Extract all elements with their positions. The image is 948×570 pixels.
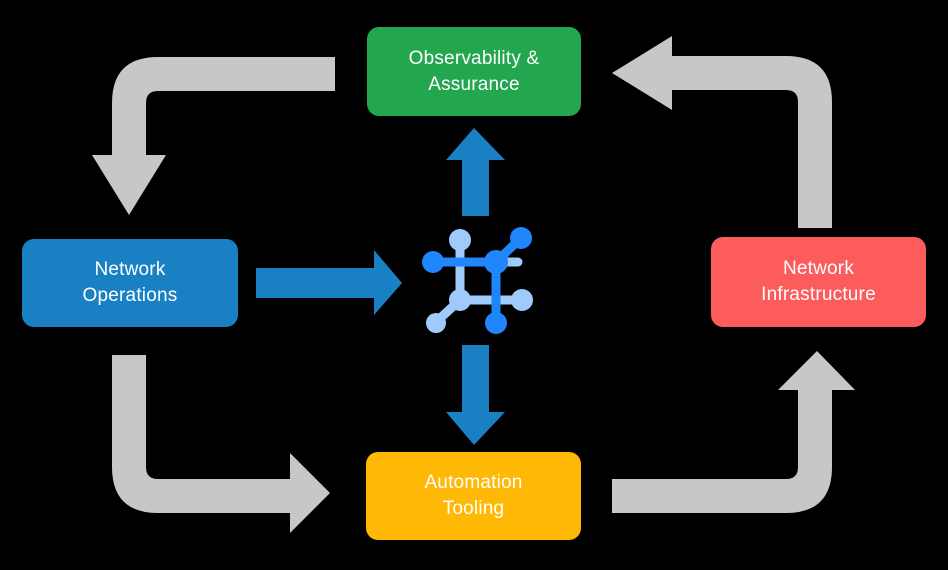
node-box-network-infrastructure[interactable]: Network Infrastructure [711,237,926,327]
node-box-network-operations[interactable]: Network Operations [22,239,238,327]
node-box-automation-tooling[interactable]: Automation Tooling [366,452,581,540]
node-label-observability: Observability & Assurance [409,46,540,97]
node-label-line1: Network [94,259,166,281]
arrow-automation-to-infrastructure [612,351,855,513]
node-box-observability[interactable]: Observability & Assurance [367,27,581,116]
arrow-observability-to-operations [92,57,335,215]
arrow-center-to-observability [446,128,505,216]
arrow-center-to-automation [446,345,505,445]
node-label-line2: Assurance [428,73,520,95]
node-label-network-operations: Network Operations [83,257,178,308]
node-label-automation-tooling: Automation Tooling [424,470,522,521]
node-label-line2: Infrastructure [761,284,876,305]
node-label-line1: Observability & [408,47,540,69]
node-label-line2: Tooling [442,498,505,519]
node-label-line1: Automation [424,472,523,494]
node-label-line1: Network [782,258,855,280]
node-label-line2: Operations [82,285,178,306]
arrow-infrastructure-to-observability [612,36,832,228]
arrow-operations-to-center [256,250,402,315]
arrow-operations-to-automation [112,355,330,533]
node-label-network-infrastructure: Network Infrastructure [761,256,876,307]
